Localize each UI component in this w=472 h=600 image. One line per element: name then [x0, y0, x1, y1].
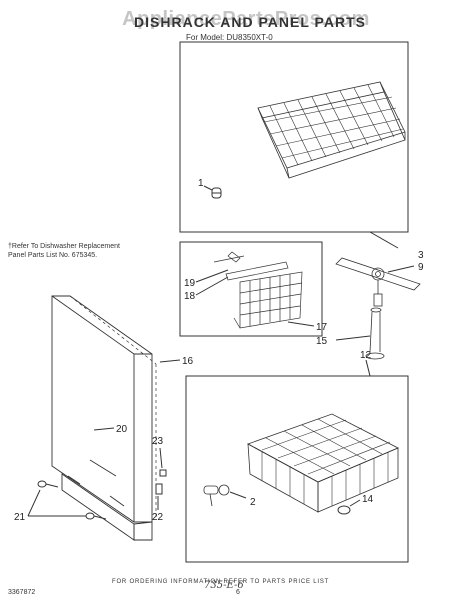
lower-rack-drawing [247, 413, 399, 513]
callout-12: 12 [360, 350, 372, 361]
reference-note-line1: †Refer To Dishwasher Replacement [8, 243, 120, 250]
callout-15: 15 [316, 336, 328, 347]
callout-9: 9 [418, 262, 424, 273]
watermark: AppliancePartsPros.com [122, 8, 370, 30]
page-title: DISHRACK AND PANEL PARTS [134, 14, 366, 30]
handwritten-note: 735-E-6 [204, 580, 244, 591]
callout-14: 14 [362, 494, 374, 505]
part-23-clip [159, 469, 167, 477]
door-panel-drawing [51, 295, 153, 541]
callout-2: 2 [250, 497, 256, 508]
part-22-clip [155, 483, 163, 495]
callout-17: 17 [316, 322, 328, 333]
upper-rack-drawing [257, 81, 406, 179]
lower-rack-box [185, 375, 409, 563]
spray-tower-drawing [365, 307, 385, 360]
callout-19: 19 [184, 278, 196, 289]
page-number: 6 [236, 589, 240, 596]
part-1-clip [211, 187, 222, 199]
document-code: 3367872 [8, 589, 36, 596]
utensil-basket-drawing [213, 251, 303, 329]
screw-21-left [37, 480, 59, 488]
door-dashed-lines [69, 295, 157, 520]
reference-note-line2: Panel Parts List No. 675345. [8, 252, 98, 259]
spray-arm-drawing [335, 257, 421, 307]
callout-21: 21 [14, 512, 26, 523]
reference-note: †Refer To Dishwasher Replacement Panel P… [8, 242, 120, 260]
model-label: For Model: DU8350XT-0 [186, 33, 273, 42]
callout-16: 16 [182, 356, 194, 367]
ordering-note: FOR ORDERING INFORMATION REFER TO PARTS … [112, 579, 330, 585]
callout-20: 20 [116, 424, 128, 435]
part-2-roller [203, 484, 230, 507]
callout-22: 22 [152, 512, 164, 523]
callout-3: 3 [418, 250, 424, 261]
part-14-cap [337, 505, 351, 515]
callout-23: 23 [152, 436, 164, 447]
callout-18: 18 [184, 291, 196, 302]
callout-1: 1 [198, 178, 204, 189]
upper-rack-box [179, 41, 409, 233]
middle-panel-box [179, 241, 323, 337]
